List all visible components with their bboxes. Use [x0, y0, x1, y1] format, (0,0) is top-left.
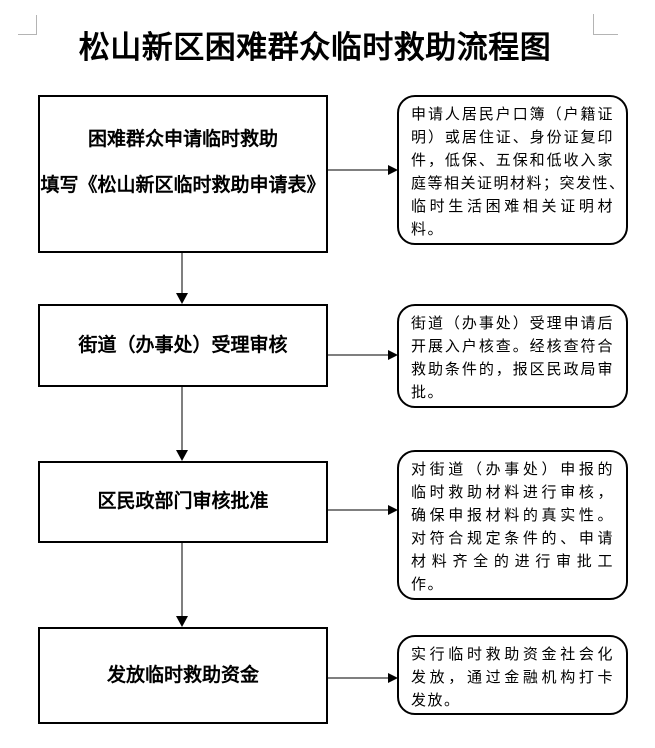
arrow-down-icon — [176, 293, 188, 304]
crop-mark-top-left-horizontal — [18, 34, 37, 35]
step-box-label-line: 街道（办事处）受理审核 — [78, 334, 288, 356]
connector-line-step1-note1 — [328, 169, 389, 171]
page-title: 松山新区困难群众临时救助流程图 — [78, 30, 552, 65]
note-line: 对街道（办事处）申报的 — [411, 462, 614, 478]
note-box-district-approval: 对街道（办事处）申报的 临时救助材料进行审核， 确保申报材料的真实性。 对符合规… — [397, 450, 628, 600]
note-line: 实行临时救助资金社会化 — [411, 647, 614, 663]
connector-line-step4-note4 — [328, 677, 389, 679]
note-line: 材料齐全的进行审批工 — [411, 554, 614, 570]
arrow-right-icon — [388, 350, 398, 360]
note-line: 批。 — [411, 385, 445, 401]
note-line: 发放。 — [411, 693, 461, 709]
step-box-district-approval: 区民政部门审核批准 — [38, 461, 328, 543]
connector-line-step3-note3 — [328, 509, 389, 511]
arrow-right-icon — [388, 165, 398, 175]
step-box-label-line: 发放临时救助资金 — [106, 664, 259, 686]
connector-line-step2-step3 — [181, 387, 183, 451]
note-line: 作。 — [411, 577, 445, 593]
note-line: 发放，通过金融机构打卡 — [411, 670, 614, 686]
step-box-apply: 困难群众申请临时救助 填写《松山新区临时救助申请表》 — [38, 95, 328, 253]
note-line: 街道（办事处）受理申请后 — [411, 316, 614, 332]
step-box-label-line: 填写《松山新区临时救助申请表》 — [40, 175, 326, 196]
connector-line-step2-note2 — [328, 354, 389, 356]
note-box-apply-materials: 申请人居民户口簿（户籍证 明）或居住证、身份证复印 件，低保、五保和低收入家 庭… — [397, 95, 628, 245]
note-line: 对符合规定条件的、申请 — [411, 531, 614, 547]
note-line: 开展入户核查。经核查符合 — [411, 339, 614, 355]
arrow-down-icon — [176, 616, 188, 627]
connector-line-step3-step4 — [181, 543, 183, 617]
crop-mark-top-right-vertical — [593, 14, 594, 35]
note-line: 救助条件的，报区民政局审 — [411, 362, 614, 378]
arrow-right-icon — [388, 505, 398, 515]
note-line: 明）或居住证、身份证复印 — [411, 130, 614, 146]
crop-mark-top-right-horizontal — [593, 34, 618, 35]
note-box-disburse-funds: 实行临时救助资金社会化 发放，通过金融机构打卡 发放。 — [397, 635, 628, 715]
note-box-street-review: 街道（办事处）受理申请后 开展入户核查。经核查符合 救助条件的，报区民政局审 批… — [397, 304, 628, 408]
step-box-label-line: 区民政部门审核批准 — [97, 491, 269, 512]
note-line: 临时生活困难相关证明材 — [411, 199, 614, 215]
note-line: 庭等相关证明材料；突发性、 — [411, 176, 626, 192]
connector-line-step1-step2 — [181, 253, 183, 294]
step-box-street-review: 街道（办事处）受理审核 — [38, 304, 328, 387]
arrow-right-icon — [388, 673, 398, 683]
note-line: 件，低保、五保和低收入家 — [411, 153, 614, 169]
note-line: 料。 — [411, 222, 445, 238]
note-line: 确保申报材料的真实性。 — [411, 508, 614, 524]
arrow-down-icon — [176, 450, 188, 461]
note-line: 申请人居民户口簿（户籍证 — [411, 107, 614, 123]
step-box-disburse-funds: 发放临时救助资金 — [38, 627, 328, 724]
step-box-label-line: 困难群众申请临时救助 — [87, 129, 278, 150]
note-line: 临时救助材料进行审核， — [411, 485, 614, 501]
crop-mark-top-left-vertical — [36, 15, 37, 35]
